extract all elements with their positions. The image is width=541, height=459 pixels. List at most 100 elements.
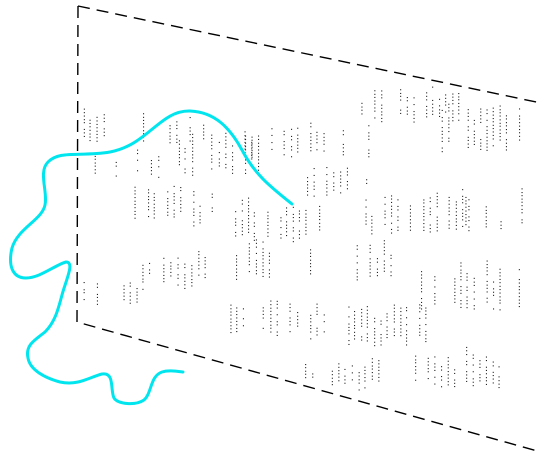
texture-dot: [333, 183, 334, 184]
texture-dot: [465, 200, 466, 201]
texture-dot: [468, 230, 469, 231]
texture-dot: [135, 187, 136, 188]
texture-dot: [486, 210, 487, 211]
texture-dot: [277, 324, 278, 325]
texture-dot: [400, 311, 401, 312]
texture-dot: [137, 160, 138, 161]
texture-dot: [167, 198, 168, 199]
texture-dot: [236, 265, 237, 266]
texture-dot: [347, 168, 348, 169]
texture-dot: [340, 172, 341, 173]
texture-dot: [430, 208, 431, 209]
texture-dot: [367, 320, 368, 321]
texture-dot: [425, 314, 426, 315]
texture-dot: [462, 219, 463, 220]
texture-dot: [290, 304, 291, 305]
texture-dot: [400, 110, 401, 111]
texture-dot: [84, 112, 85, 113]
texture-dot: [448, 127, 449, 128]
texture-dot: [248, 222, 249, 223]
texture-dot: [163, 281, 164, 282]
texture-dot: [493, 125, 494, 126]
texture-dot: [90, 137, 91, 138]
texture-dot: [232, 160, 233, 161]
texture-dot: [381, 121, 382, 122]
texture-dot: [425, 310, 426, 311]
texture-dot: [500, 126, 501, 127]
texture-dot: [466, 381, 467, 382]
texture-dot: [324, 331, 325, 332]
texture-dot: [479, 374, 480, 375]
texture-dot: [467, 300, 468, 301]
texture-dot: [148, 196, 149, 197]
texture-dot: [317, 311, 318, 312]
texture-dot: [310, 256, 311, 257]
texture-dot: [394, 318, 395, 319]
texture-dot: [359, 372, 360, 373]
texture-dot: [367, 310, 368, 311]
texture-dot: [397, 206, 398, 207]
texture-dot: [480, 115, 481, 116]
texture-dot: [263, 272, 264, 273]
texture-dot: [269, 256, 270, 257]
texture-dot: [198, 261, 199, 262]
texture-dot: [506, 132, 507, 133]
texture-dot: [332, 381, 333, 382]
texture-dot: [423, 209, 424, 210]
texture-dot: [242, 234, 243, 235]
texture-dot: [310, 328, 311, 329]
texture-dot: [347, 174, 348, 175]
texture-dot: [370, 272, 371, 273]
texture-dot: [493, 145, 494, 146]
texture-dot: [493, 115, 494, 116]
texture-dot: [428, 368, 429, 369]
texture-dot: [180, 187, 181, 188]
texture-dot: [522, 219, 523, 220]
texture-dot: [387, 313, 388, 314]
texture-dot: [235, 235, 236, 236]
texture-dot: [190, 141, 191, 142]
texture-dot: [479, 367, 480, 368]
texture-dot: [267, 236, 268, 237]
texture-dot: [357, 279, 358, 280]
texture-dot: [480, 118, 481, 119]
texture-dot: [149, 269, 150, 270]
texture-dot: [466, 361, 467, 362]
texture-dot: [466, 347, 467, 348]
texture-dot: [137, 295, 138, 296]
texture-dot: [290, 324, 291, 325]
texture-dot: [232, 173, 233, 174]
texture-dot: [154, 217, 155, 218]
texture-dot: [178, 258, 179, 259]
texture-dot: [97, 137, 98, 138]
texture-dot: [367, 313, 368, 314]
texture-dot: [97, 120, 98, 121]
texture-dot: [190, 134, 191, 135]
texture-dot: [316, 149, 317, 150]
texture-dot: [394, 335, 395, 336]
texture-dot: [448, 104, 449, 105]
texture-dot: [410, 212, 411, 213]
texture-dot: [407, 111, 408, 112]
texture-dot: [474, 134, 475, 135]
texture-dot: [378, 381, 379, 382]
texture-dot: [460, 273, 461, 274]
texture-dot: [374, 104, 375, 105]
texture-dot: [293, 230, 294, 231]
texture-dot: [148, 202, 149, 203]
texture-dot: [506, 118, 507, 119]
texture-dot: [236, 311, 237, 312]
texture-dot: [203, 138, 204, 139]
texture-dot: [367, 323, 368, 324]
texture-dot: [263, 311, 264, 312]
texture-dot: [367, 340, 368, 341]
texture-dot: [442, 151, 443, 152]
texture-dot: [176, 135, 177, 136]
texture-dot: [310, 143, 311, 144]
texture-dot: [314, 186, 315, 187]
texture-dot: [397, 230, 398, 231]
texture-dot: [116, 162, 117, 163]
texture-dot: [192, 134, 193, 135]
texture-dot: [479, 364, 480, 365]
texture-dot: [124, 285, 125, 286]
